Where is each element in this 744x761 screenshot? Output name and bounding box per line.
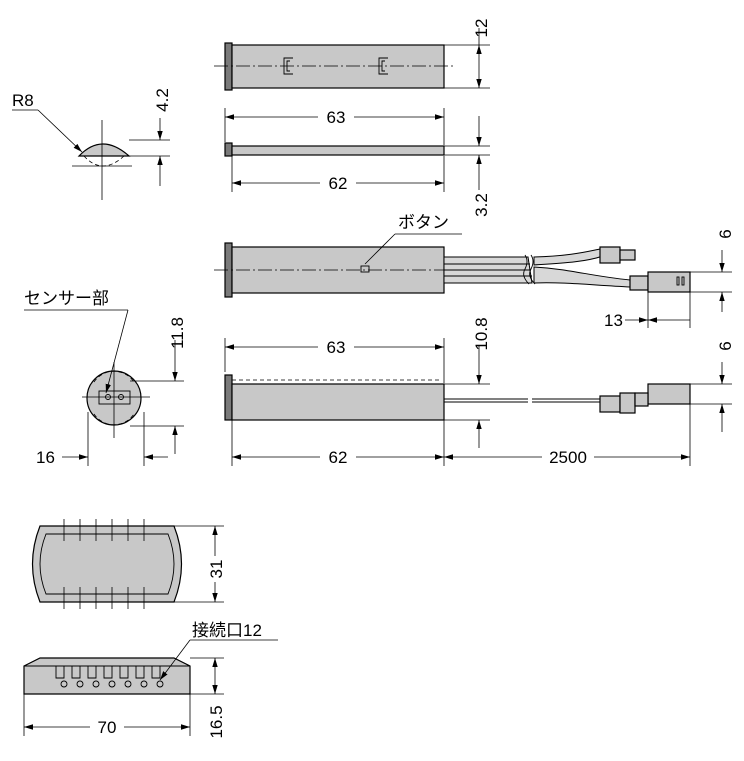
dim-length-62-top: 62 xyxy=(329,174,348,193)
dim-thickness-3-2: 3.2 xyxy=(472,193,491,217)
hub-side-view: 接続口12 16.5 70 xyxy=(23,621,278,739)
cross-section-r8: R8 4.2 xyxy=(12,88,172,200)
dim-height-4-2: 4.2 xyxy=(153,88,172,112)
dim-length-70: 70 xyxy=(98,718,117,737)
dim-connector-6-a: 6 xyxy=(716,229,735,238)
dim-length-63-bottom: 63 xyxy=(327,338,346,357)
sensor-end-view: センサー部 11.8 16 xyxy=(24,289,187,467)
dim-width-16: 16 xyxy=(36,448,55,467)
dim-cable-2500: 2500 xyxy=(549,448,587,467)
label-sensor: センサー部 xyxy=(24,289,109,308)
side-view-thin: 63 62 3.2 xyxy=(224,106,491,217)
hub-top-view: 31 xyxy=(31,519,226,609)
dim-connector-13: 13 xyxy=(604,311,623,330)
dim-height-16-5: 16.5 xyxy=(207,705,226,738)
sensor-side-view: 63 10.8 6 62 2500 xyxy=(224,317,735,468)
dim-width-31: 31 xyxy=(207,560,226,579)
label-button: ボタン xyxy=(398,213,449,232)
dim-height-12: 12 xyxy=(472,19,491,38)
sensor-top-view: ボタン 6 13 xyxy=(214,213,735,330)
top-view-switch: 12 xyxy=(214,19,491,91)
dim-length-63-top: 63 xyxy=(327,108,346,127)
label-connector-12: 接続口12 xyxy=(192,621,262,640)
dim-length-62-bottom: 62 xyxy=(329,448,348,467)
dim-height-11-8: 11.8 xyxy=(168,317,187,349)
dim-height-10-8: 10.8 xyxy=(472,317,491,350)
label-r8: R8 xyxy=(12,91,34,110)
dim-connector-6-b: 6 xyxy=(716,341,735,350)
